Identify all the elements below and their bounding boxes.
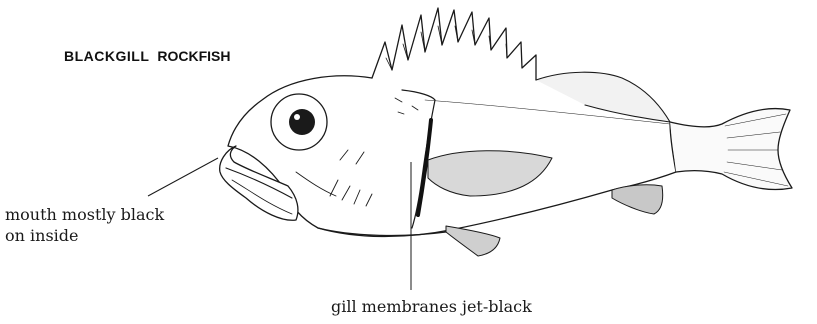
figure-title: BLACKGILL ROCKFISH bbox=[64, 48, 231, 64]
mouth bbox=[220, 146, 298, 220]
title-word-1: BLACKGILL bbox=[64, 48, 149, 64]
pectoral-fin bbox=[428, 151, 552, 196]
title-word-2: ROCKFISH bbox=[157, 48, 230, 64]
anal-fin bbox=[612, 185, 663, 214]
mouth-annotation: mouth mostly black on inside bbox=[5, 204, 164, 246]
mouth-annotation-line-2: on inside bbox=[5, 225, 164, 246]
pelvic-fin bbox=[446, 226, 500, 256]
mouth-annotation-line-1: mouth mostly black bbox=[5, 204, 164, 225]
spiny-dorsal-fin bbox=[372, 8, 536, 80]
mouth-callout-line bbox=[148, 158, 218, 196]
pupil bbox=[289, 109, 315, 135]
tail-fin bbox=[670, 109, 792, 190]
gill-annotation: gill membranes jet-black bbox=[331, 296, 532, 317]
soft-dorsal-fin bbox=[536, 72, 670, 122]
